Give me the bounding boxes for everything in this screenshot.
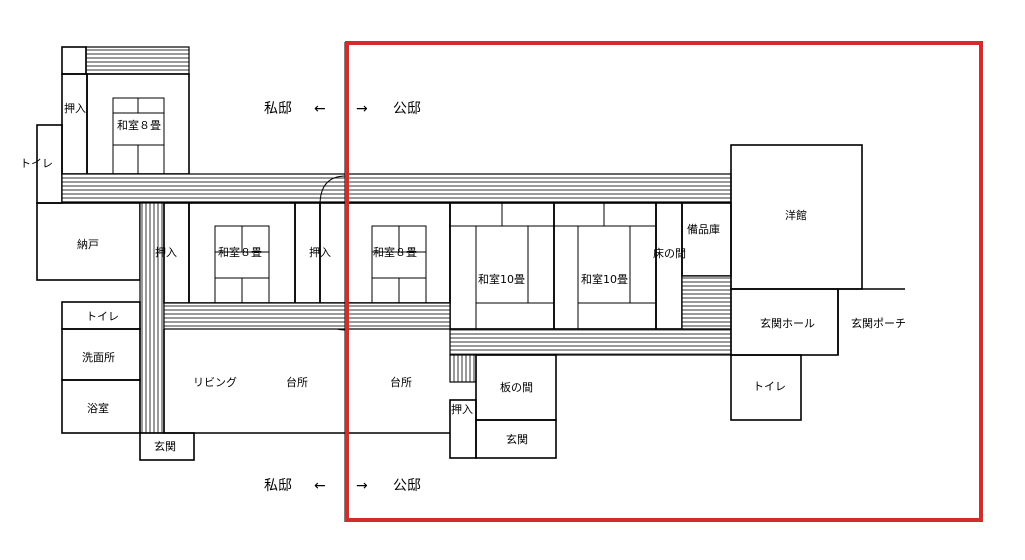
corridor-west — [139, 202, 165, 434]
label-washitsu8-a: 和室８畳 — [218, 245, 262, 259]
label-oshiire-b: 押入 — [309, 245, 331, 259]
marker-top-arrow-left: ← — [314, 101, 326, 117]
label-washitsu10-a: 和室10畳 — [478, 272, 525, 286]
label-yokushitsu: 浴室 — [87, 401, 109, 415]
tokonoma-room — [655, 202, 683, 330]
public-area-outline — [345, 41, 983, 522]
label-genkan-public: 玄関 — [506, 432, 528, 446]
bihinko-room — [681, 202, 732, 277]
marker-bottom-arrow-right: → — [356, 478, 368, 494]
label-senmenjo: 洗面所 — [82, 351, 115, 364]
label-itanoma: 板の間 — [500, 380, 533, 394]
marker-bottom-public: 公邸 — [393, 478, 421, 494]
marker-top-private: 私邸 — [264, 101, 292, 117]
label-toilet-left: トイレ — [20, 157, 53, 170]
label-washitsu8-top: 和室８畳 — [117, 118, 161, 132]
stair — [449, 354, 477, 383]
genkan-public-room — [475, 419, 557, 459]
label-genkan-hall: 玄関ホール — [760, 316, 815, 330]
tatami-b — [371, 225, 427, 304]
label-yokan: 洋館 — [785, 208, 807, 222]
living-kitchen-area — [163, 329, 450, 434]
label-toilet-right: トイレ — [753, 380, 786, 393]
label-daidokoro-a: 台所 — [286, 375, 308, 389]
label-oshiire-c: 押入 — [451, 402, 473, 416]
toilet-right-room — [730, 354, 802, 421]
tatami-top — [112, 97, 165, 175]
label-tokonoma: 床の間 — [653, 246, 686, 260]
corridor-south-east — [449, 328, 732, 356]
corridor-north — [61, 173, 732, 203]
tatami-a — [214, 225, 270, 304]
label-genkan-porch: 玄関ポーチ — [851, 316, 906, 330]
washitsu10-b-room — [553, 202, 657, 330]
yokushitsu-room — [61, 379, 141, 434]
marker-top-arrow-right: → — [356, 101, 368, 117]
marker-bottom-arrow-left: ← — [314, 478, 326, 494]
marker-bottom-private: 私邸 — [264, 478, 292, 494]
tatami-10a — [450, 203, 554, 329]
tatami-10b — [554, 203, 656, 329]
label-genkan-private: 玄関 — [154, 439, 176, 453]
oshiire-topleft-room — [61, 73, 88, 175]
label-bihinko: 備品庫 — [687, 222, 720, 236]
label-washitsu8-b: 和室８畳 — [373, 245, 417, 259]
label-oshiire-a: 押入 — [155, 245, 177, 259]
label-oshiire-topleft: 押入 — [64, 101, 86, 115]
engawa-top — [85, 46, 190, 75]
corridor-south — [163, 302, 451, 330]
label-washitsu10-b: 和室10畳 — [581, 272, 628, 286]
label-living: リビング — [193, 375, 237, 389]
label-nando: 納戸 — [77, 238, 99, 251]
label-toilet-small: トイレ — [86, 310, 119, 323]
marker-top-public: 公邸 — [393, 101, 421, 117]
closet-cell — [61, 46, 87, 75]
label-daidokoro-b: 台所 — [390, 375, 412, 389]
engawa-east — [681, 275, 732, 330]
